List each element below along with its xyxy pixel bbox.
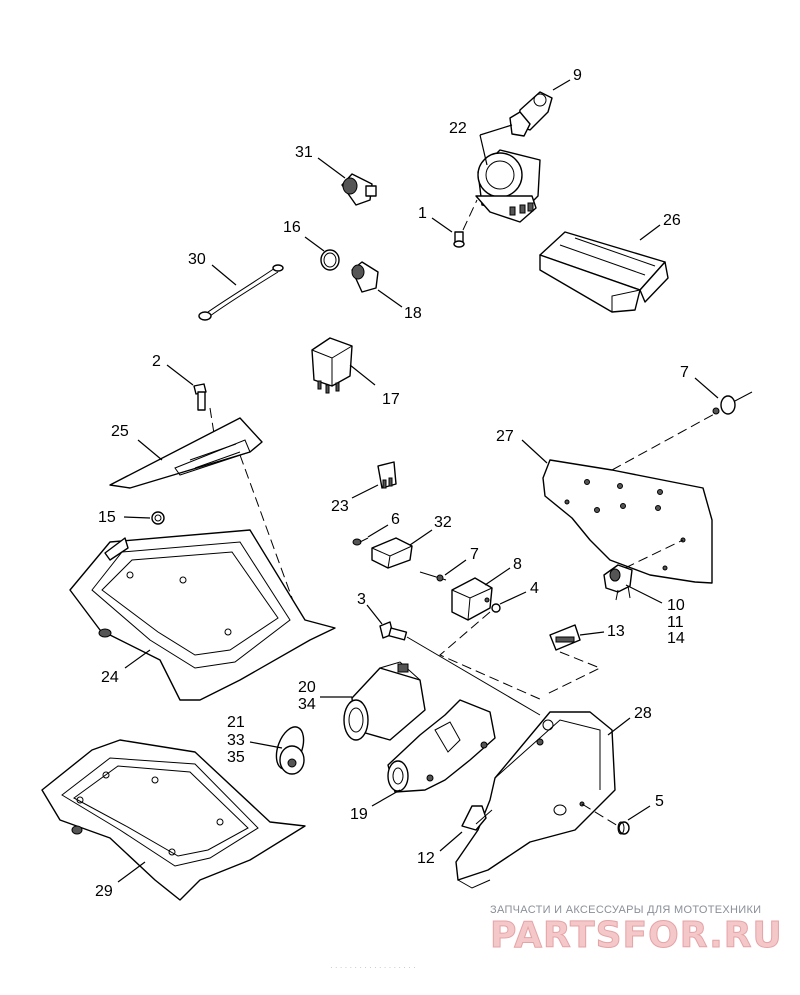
callout-3: 3 bbox=[357, 591, 366, 608]
callout-25: 25 bbox=[111, 423, 129, 440]
part-18-sender bbox=[351, 261, 379, 293]
part-8-actuator bbox=[451, 577, 493, 621]
part-9-key bbox=[509, 91, 553, 137]
part-19-bracket bbox=[387, 699, 496, 793]
callout-17: 17 bbox=[382, 391, 400, 408]
part-24-battery-tray bbox=[69, 529, 336, 701]
part-31-switch bbox=[341, 173, 377, 206]
part-13-connector bbox=[549, 624, 581, 651]
callout-5: 5 bbox=[655, 793, 664, 810]
callout-12: 12 bbox=[417, 850, 435, 867]
callout-20: 20 bbox=[298, 679, 316, 696]
callout-34: 34 bbox=[298, 696, 316, 713]
part-25-mounting-plate bbox=[109, 417, 263, 489]
watermark: ЗАПЧАСТИ И АКСЕССУАРЫ ДЛЯ МОТОТЕХНИКИ PA… bbox=[330, 904, 783, 972]
part-17-relay bbox=[311, 337, 353, 394]
part-15-grommet bbox=[151, 511, 165, 525]
callout-7-lower: 7 bbox=[470, 546, 479, 563]
part-22-ignition-switch bbox=[475, 149, 541, 223]
part-32-module bbox=[371, 537, 413, 569]
callout-8: 8 bbox=[513, 556, 522, 573]
part-7-pin-lower bbox=[419, 571, 447, 582]
callout-22: 22 bbox=[449, 120, 467, 137]
part-21-key-tag bbox=[275, 726, 305, 775]
part-28-cover bbox=[455, 711, 616, 889]
part-5-nut bbox=[617, 821, 630, 835]
part-12-clamp bbox=[461, 805, 493, 831]
part-2-bolt bbox=[193, 383, 207, 411]
callout-19: 19 bbox=[350, 806, 368, 823]
part-26-mount-bracket bbox=[539, 231, 669, 313]
callout-6: 6 bbox=[391, 511, 400, 528]
callout-16: 16 bbox=[283, 219, 301, 236]
callout-15: 15 bbox=[98, 509, 116, 526]
callout-28: 28 bbox=[634, 705, 652, 722]
part-6-screw bbox=[352, 537, 369, 546]
callout-27: 27 bbox=[496, 428, 514, 445]
callout-9: 9 bbox=[573, 67, 582, 84]
part-4-nut bbox=[491, 603, 501, 613]
part-10-clip bbox=[603, 564, 633, 601]
callout-11: 11 bbox=[667, 614, 684, 631]
callout-21: 21 bbox=[227, 714, 245, 731]
watermark-brand: PARTSFOR.RU bbox=[490, 915, 783, 956]
callout-7-upper: 7 bbox=[680, 364, 689, 381]
part-27-side-plate bbox=[542, 459, 713, 584]
part-7-pin-upper bbox=[712, 391, 753, 415]
callout-29: 29 bbox=[95, 883, 113, 900]
callout-2: 2 bbox=[152, 353, 161, 370]
callout-24: 24 bbox=[101, 669, 119, 686]
callout-10: 10 bbox=[667, 597, 685, 614]
callout-35: 35 bbox=[227, 749, 245, 766]
callout-33: 33 bbox=[227, 732, 245, 749]
part-1-screw bbox=[453, 231, 465, 248]
callout-26: 26 bbox=[663, 212, 681, 229]
callout-31: 31 bbox=[295, 144, 313, 161]
callout-18: 18 bbox=[404, 305, 422, 322]
callout-13: 13 bbox=[607, 623, 625, 640]
part-3-bolt bbox=[379, 621, 408, 641]
callout-1: 1 bbox=[418, 205, 427, 222]
callout-23: 23 bbox=[331, 498, 349, 515]
callout-4: 4 bbox=[530, 580, 539, 597]
callout-14: 14 bbox=[667, 630, 685, 647]
watermark-footer: · · · · · · · · · · · · · · · · · · bbox=[330, 963, 416, 972]
watermark-tagline: ЗАПЧАСТИ И АКСЕССУАРЫ ДЛЯ МОТОТЕХНИКИ bbox=[490, 904, 761, 916]
part-20-motor bbox=[343, 661, 426, 741]
part-30-ground-wire bbox=[198, 264, 284, 321]
part-29-battery-tray bbox=[41, 739, 306, 901]
callout-32: 32 bbox=[434, 514, 452, 531]
callout-30: 30 bbox=[188, 251, 206, 268]
part-23-fuse bbox=[377, 461, 397, 489]
